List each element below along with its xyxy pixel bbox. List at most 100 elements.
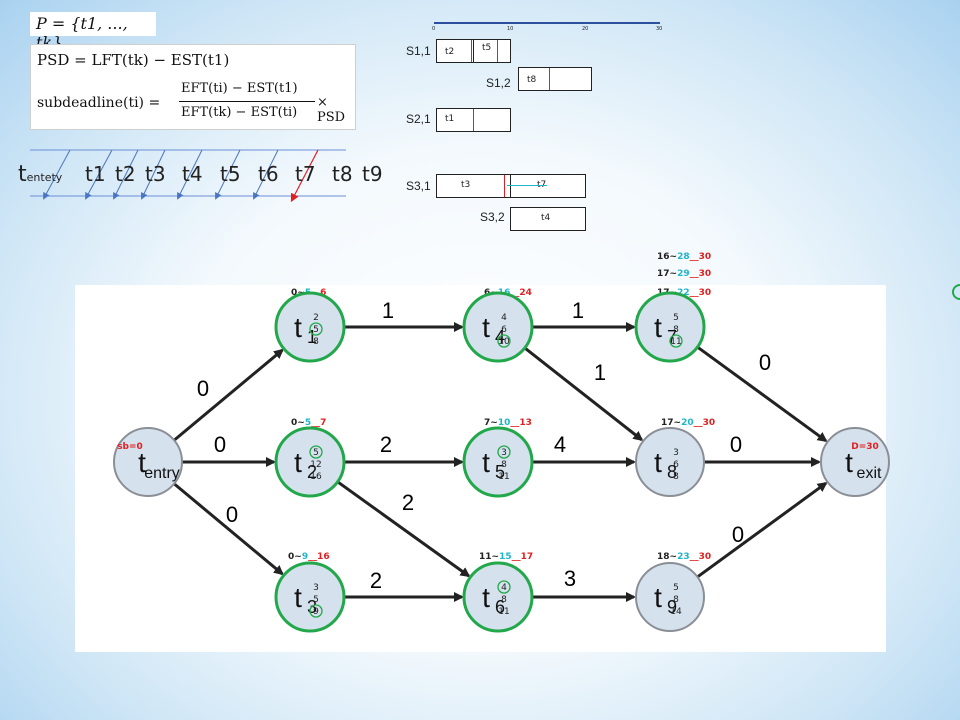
formula-box: PSD = LFT(tk) − EST(t1) subdeadline(ti) …: [30, 44, 356, 130]
node-value-t9-0: 5: [673, 583, 679, 593]
edge-t9-texit: [696, 482, 828, 579]
node-label-texit: t: [845, 447, 853, 478]
slant-arrow-4: [141, 149, 166, 200]
edge-weight-tentry-t1: 0: [197, 376, 209, 401]
node-circle-texit: [820, 427, 890, 497]
edge-weight-tentry-t2: 0: [214, 432, 226, 457]
edge-t7-texit: [696, 345, 828, 442]
gantt-axis-line: [434, 22, 660, 24]
circled-value-t7: [669, 334, 683, 348]
annotation-t9: 18~23__30: [657, 552, 712, 562]
set-definition-box: P = {t1, ..., tk}: [30, 12, 156, 52]
node-value-t6-1: 8: [501, 595, 507, 605]
node-value-t2-0: 5: [313, 448, 319, 458]
gantt-tick-20: 20: [582, 26, 589, 32]
annotation-extra-0: 16~28__30: [657, 252, 712, 262]
task-label-t6: t6: [258, 162, 279, 186]
node-sub-t9: 9: [667, 597, 677, 617]
edge-weight-t4-t7: 1: [572, 298, 584, 323]
gantt-tick-30: 30: [656, 26, 663, 32]
node-circle-t8: [635, 427, 705, 497]
node-value-t1-0: 2: [313, 313, 319, 323]
node-sub-tentry: entry: [144, 465, 180, 482]
node-value-t9-1: 8: [673, 595, 679, 605]
task-label-t8: t8: [332, 162, 353, 186]
node-value-t5-0: 3: [501, 448, 507, 458]
edge-weight-t8-texit: 0: [730, 432, 742, 457]
node-circle-t7: [634, 291, 706, 363]
node-value-t3-1: 5: [313, 595, 319, 605]
annotation-t3: 0~9__16: [288, 552, 330, 562]
slant-arrow-5: [177, 149, 203, 200]
node-value-t4-1: 6: [501, 325, 507, 335]
circled-value-t2: [309, 445, 323, 459]
node-sub-t1: 1: [307, 327, 317, 347]
node-circle-t4: [462, 291, 534, 363]
node-value-t2-2: 16: [310, 472, 322, 482]
node-value-t7-1: 8: [673, 325, 679, 335]
annotation-t2: 0~5__7: [291, 418, 327, 428]
slant-arrow-3: [113, 149, 139, 200]
node-side-tentry: sb=0: [117, 442, 143, 452]
annotation-t8: 17~20__30: [661, 418, 716, 428]
gantt-row-label-s12: S1,2: [486, 76, 511, 90]
node-label-t6: t: [482, 582, 490, 613]
gantt-bar-t7: t7: [507, 174, 586, 198]
node-value-t2-1: 12: [310, 460, 321, 470]
subdeadline-lhs: subdeadline(ti) =: [37, 95, 161, 111]
node-value-t4-2: 10: [498, 337, 510, 347]
subdeadline-rhs: × PSD: [317, 95, 346, 125]
node-value-t8-0: 3: [673, 448, 679, 458]
slant-arrow-1: [43, 149, 71, 200]
circled-value-t5: [497, 445, 511, 459]
task-label-t4: t4: [182, 162, 203, 186]
edge-weight-t7-texit: 0: [759, 350, 771, 375]
node-label-t9: t: [654, 582, 662, 613]
edge-weight-t9-texit: 0: [732, 522, 744, 547]
node-value-t3-2: 9: [313, 607, 319, 617]
node-label-t1: t: [294, 312, 302, 343]
edge-t4-t8: [523, 346, 644, 442]
annotation-t5: 7~10__13: [484, 418, 532, 428]
circled-value-t3: [309, 604, 323, 618]
subdeadline-denominator: EFT(tk) − EST(ti): [181, 105, 298, 120]
node-circle-t3: [274, 561, 346, 633]
node-value-t4-0: 4: [501, 313, 507, 323]
node-circle-t2: [274, 426, 346, 498]
node-side-texit: D=30: [851, 442, 879, 452]
circled-value-t4: [497, 334, 511, 348]
node-label-t2: t: [294, 447, 302, 478]
gantt-chart: 0 10 20 30 S1,1 t2 t5 S1,2 t8 S2,1 t1 S3…: [400, 14, 670, 234]
edge-weight-t5-t8: 4: [554, 432, 566, 457]
node-label-t3: t: [294, 582, 302, 613]
task-label-t3: t3: [145, 162, 166, 186]
task-label-t1: t1: [85, 162, 106, 186]
task-label-t5: t5: [220, 162, 241, 186]
slant-arrow-7: [253, 149, 279, 200]
node-value-t1-2: 8: [313, 337, 319, 347]
gantt-bar-t4: t4: [510, 207, 586, 231]
node-value-t5-2: 11: [498, 472, 509, 482]
task-label-t7: t7: [295, 162, 316, 186]
node-circle-t6: [462, 561, 534, 633]
node-circle-t9: [635, 562, 705, 632]
node-value-t5-1: 8: [501, 460, 507, 470]
gantt-row-label-s32: S3,2: [480, 210, 505, 224]
edge-weight-t6-t9: 3: [564, 566, 576, 591]
node-label-t7: t: [654, 312, 662, 343]
node-value-t7-2: 11: [670, 337, 681, 347]
node-sub-t6: 6: [495, 597, 505, 617]
node-label-t8: t: [654, 447, 662, 478]
circled-value-t6: [497, 580, 511, 594]
annotation-extra-1: 17~29__30: [657, 269, 712, 279]
node-sub-t2: 2: [307, 462, 317, 482]
